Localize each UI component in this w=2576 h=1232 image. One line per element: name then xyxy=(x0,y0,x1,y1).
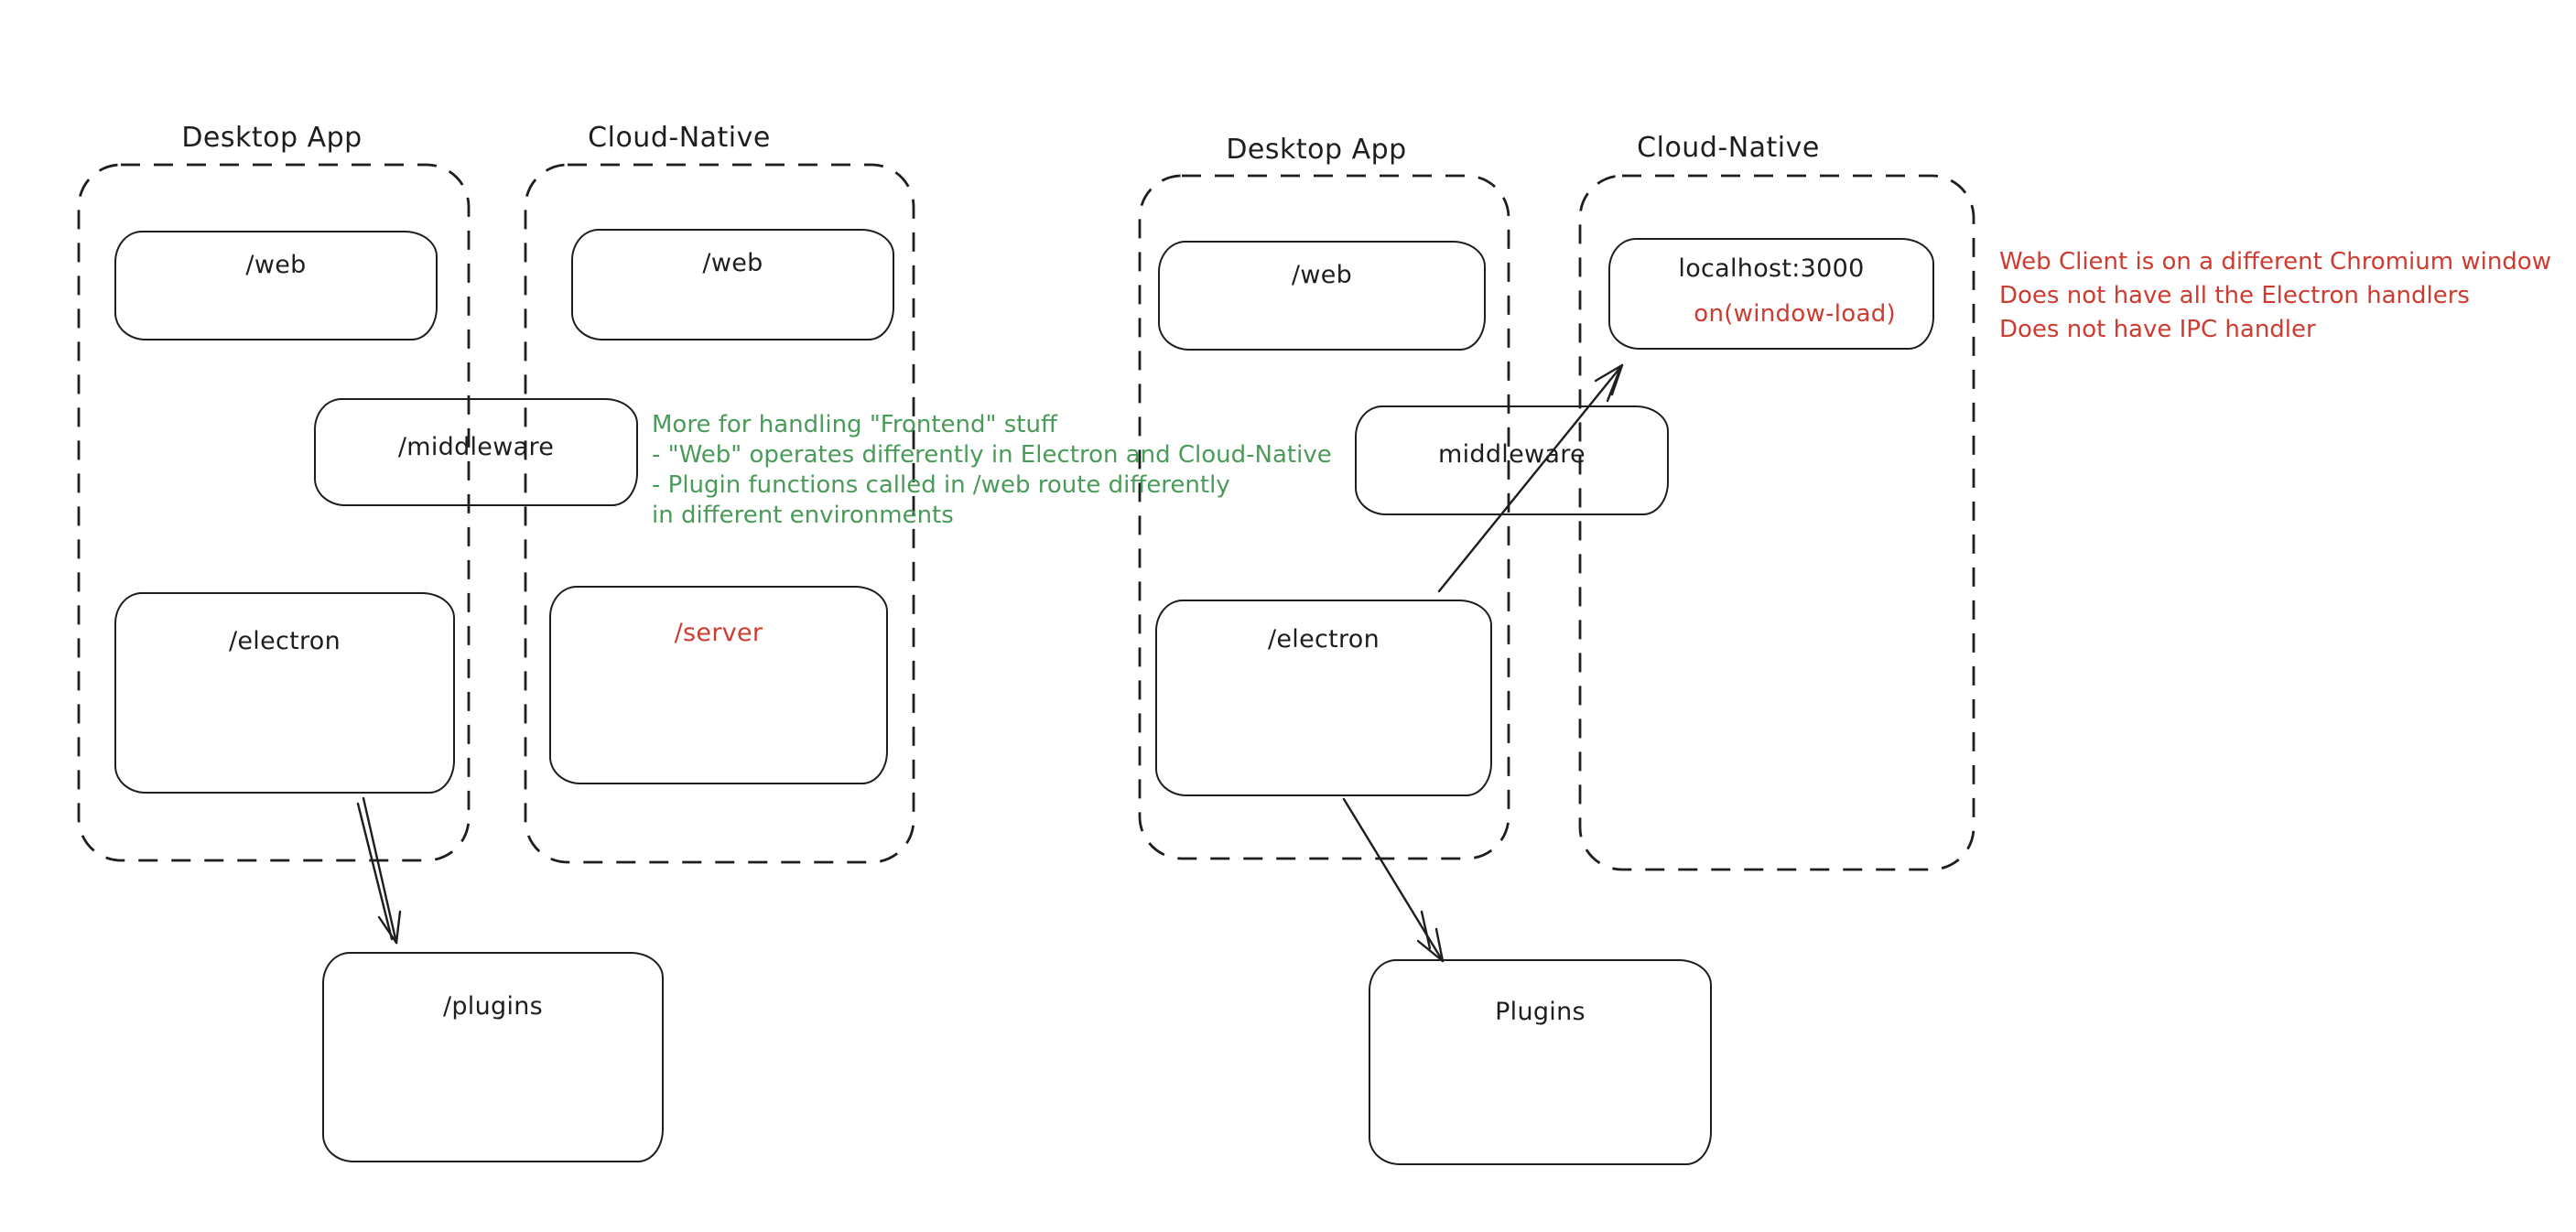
node-plugins-right: Plugins xyxy=(1369,959,1712,1165)
node-web-desktop-right-label: /web xyxy=(1291,261,1353,289)
group-label-desktop-app-left: Desktop App xyxy=(181,122,363,154)
node-electron-left-label: /electron xyxy=(228,627,341,655)
annotation-line: - "Web" operates differently in Electron… xyxy=(652,441,1332,469)
annotation-line: Does not have all the Electron handlers xyxy=(1999,282,2470,309)
on-window-load-label: on(window-load) xyxy=(1694,300,1896,328)
arrow-electron-to-localhost xyxy=(1437,363,1624,593)
node-plugins-left: /plugins xyxy=(322,952,664,1162)
node-middleware-right-label: middleware xyxy=(1438,440,1586,469)
arrow-electron-to-plugins-left xyxy=(356,796,402,945)
node-web-cloud-left: /web xyxy=(571,229,894,340)
arrow-electron-to-plugins-right xyxy=(1342,797,1445,963)
node-web-cloud-left-label: /web xyxy=(702,249,763,277)
node-web-desktop-right: /web xyxy=(1158,241,1486,351)
annotation-line: Does not have IPC handler xyxy=(1999,316,2316,343)
node-middleware-left: /middleware xyxy=(314,398,638,506)
node-web-desktop-left: /web xyxy=(114,231,438,340)
container-cloud-native-right xyxy=(1578,174,1975,871)
node-electron-right: /electron xyxy=(1155,600,1492,796)
node-plugins-left-label: /plugins xyxy=(442,992,544,1021)
container-cloud-native-left xyxy=(524,163,915,864)
node-middleware-right: middleware xyxy=(1355,405,1669,515)
group-label-cloud-native-right: Cloud-Native xyxy=(1637,132,1820,164)
node-server: /server xyxy=(549,586,888,784)
annotation-line: More for handling "Frontend" stuff xyxy=(652,411,1057,438)
container-desktop-app-left xyxy=(77,163,471,862)
group-label-cloud-native-left: Cloud-Native xyxy=(588,122,771,154)
container-desktop-app-right xyxy=(1138,174,1510,860)
node-plugins-right-label: Plugins xyxy=(1495,998,1586,1026)
annotation-red-web-client-note: Web Client is on a different Chromium wi… xyxy=(1999,245,2551,347)
node-localhost-3000-label: localhost:3000 xyxy=(1678,254,1865,283)
node-electron-left: /electron xyxy=(114,592,455,794)
annotation-line: in different environments xyxy=(652,502,954,529)
group-label-desktop-app-right: Desktop App xyxy=(1226,134,1407,166)
node-web-desktop-left-label: /web xyxy=(245,251,307,279)
node-server-label: /server xyxy=(674,619,763,647)
node-localhost-3000: localhost:3000 on(window-load) xyxy=(1608,238,1934,350)
annotation-green-frontend-note: More for handling "Frontend" stuff - "We… xyxy=(652,410,1332,531)
annotation-line: - Plugin functions called in /web route … xyxy=(652,471,1230,499)
node-electron-right-label: /electron xyxy=(1267,625,1380,654)
node-middleware-left-label: /middleware xyxy=(397,433,555,461)
annotation-line: Web Client is on a different Chromium wi… xyxy=(1999,248,2551,276)
